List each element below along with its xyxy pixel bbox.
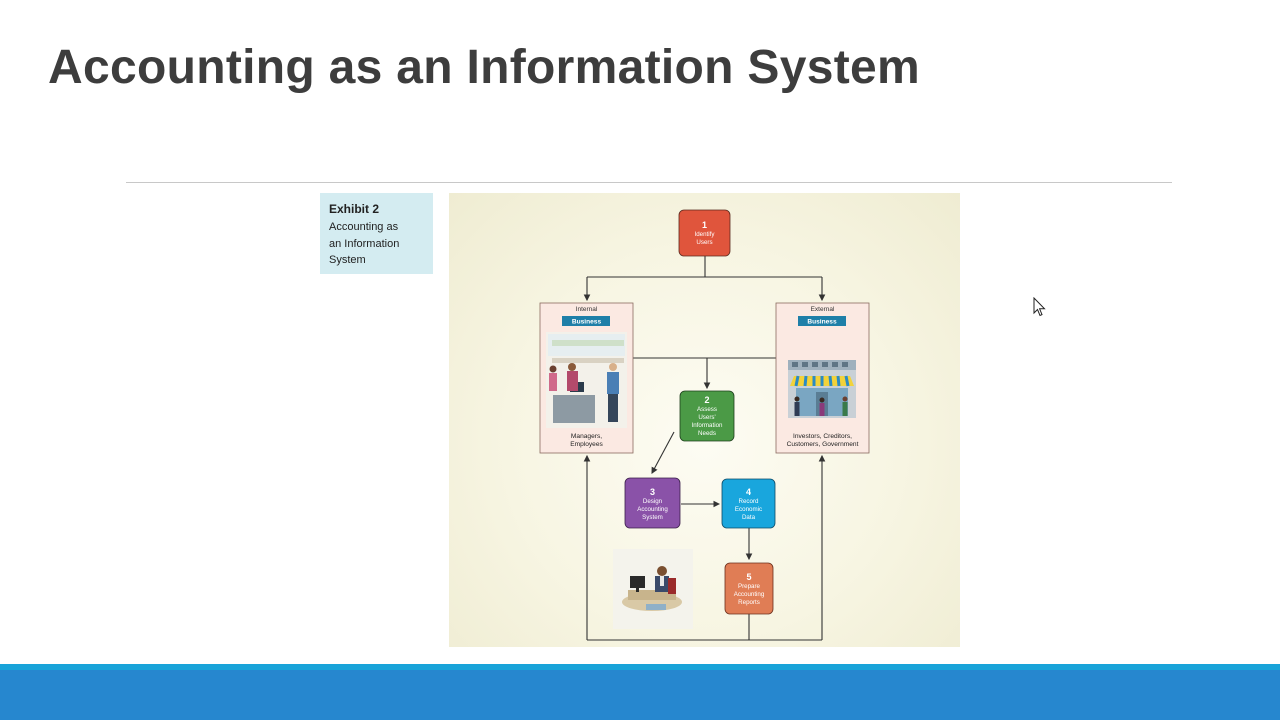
step-text: Reports: [738, 599, 760, 606]
exhibit-title: Accounting as an Information System: [329, 219, 427, 269]
step-text: Users': [698, 414, 715, 421]
external-users-line: Customers, Government: [787, 441, 859, 448]
step-number: 5: [746, 572, 751, 582]
checkout-counter-illustration: [546, 332, 627, 428]
step-text: Prepare: [738, 583, 761, 590]
step-text: Assess: [697, 406, 717, 413]
step-text: Design: [643, 498, 663, 505]
internal-users-line: Managers,: [571, 433, 602, 440]
step-text: Data: [742, 514, 756, 521]
external-users-line: Investors, Creditors,: [793, 433, 852, 440]
exhibit-title-line: an Information: [329, 237, 400, 250]
step-text: Users: [696, 239, 712, 246]
step-number: 4: [746, 487, 751, 497]
exhibit-title-line: System: [329, 254, 366, 266]
accountant-at-desk-illustration: [613, 549, 693, 629]
step-number: 1: [702, 220, 707, 230]
exhibit-title-line: Accounting as: [329, 221, 399, 233]
internal-users-panel: Internal Business Managers, Employees: [539, 302, 634, 454]
external-caption: External: [811, 306, 835, 313]
connectors: [583, 256, 826, 641]
mouse-pointer-icon: [1033, 297, 1046, 317]
footer-band: [0, 664, 1280, 720]
slide-title: Accounting as an Information System: [48, 41, 920, 94]
step-text: Economic: [735, 506, 762, 513]
connector-arrow: [651, 431, 675, 474]
step-number: 3: [650, 487, 655, 497]
step-text: Accounting: [734, 591, 765, 598]
storefront-illustration: [788, 360, 856, 418]
business-tag: [562, 316, 610, 326]
step-number: 2: [704, 395, 709, 405]
exhibit-label: Exhibit 2 Accounting as an Information S…: [320, 193, 433, 274]
internal-users-line: Employees: [570, 441, 603, 448]
step-text: Information: [692, 422, 724, 429]
external-users-panel: External Business Investors, Creditors, …: [775, 302, 870, 454]
step-text: Accounting: [637, 506, 668, 513]
step-5-prepare-reports: 5 Prepare Accounting Reports: [724, 562, 774, 615]
business-tag: [798, 316, 846, 326]
step-text: Needs: [698, 430, 716, 437]
footer-stripe: [0, 664, 1280, 670]
step-text: System: [642, 514, 663, 521]
exhibit-number: Exhibit 2: [329, 202, 380, 216]
step-4-record-data: 4 Record Economic Data: [721, 478, 776, 529]
title-divider: [126, 182, 1172, 183]
business-tag-label: Business: [572, 319, 602, 326]
internal-caption: Internal: [576, 306, 598, 313]
step-3-design-system: 3 Design Accounting System: [624, 477, 681, 529]
step-text: Identify: [695, 231, 716, 238]
step-2-assess-needs: 2 Assess Users' Information Needs: [679, 390, 735, 442]
step-1-identify-users: 1 Identify Users: [678, 209, 731, 257]
step-text: Record: [739, 498, 760, 505]
business-tag-label: Business: [807, 319, 837, 326]
